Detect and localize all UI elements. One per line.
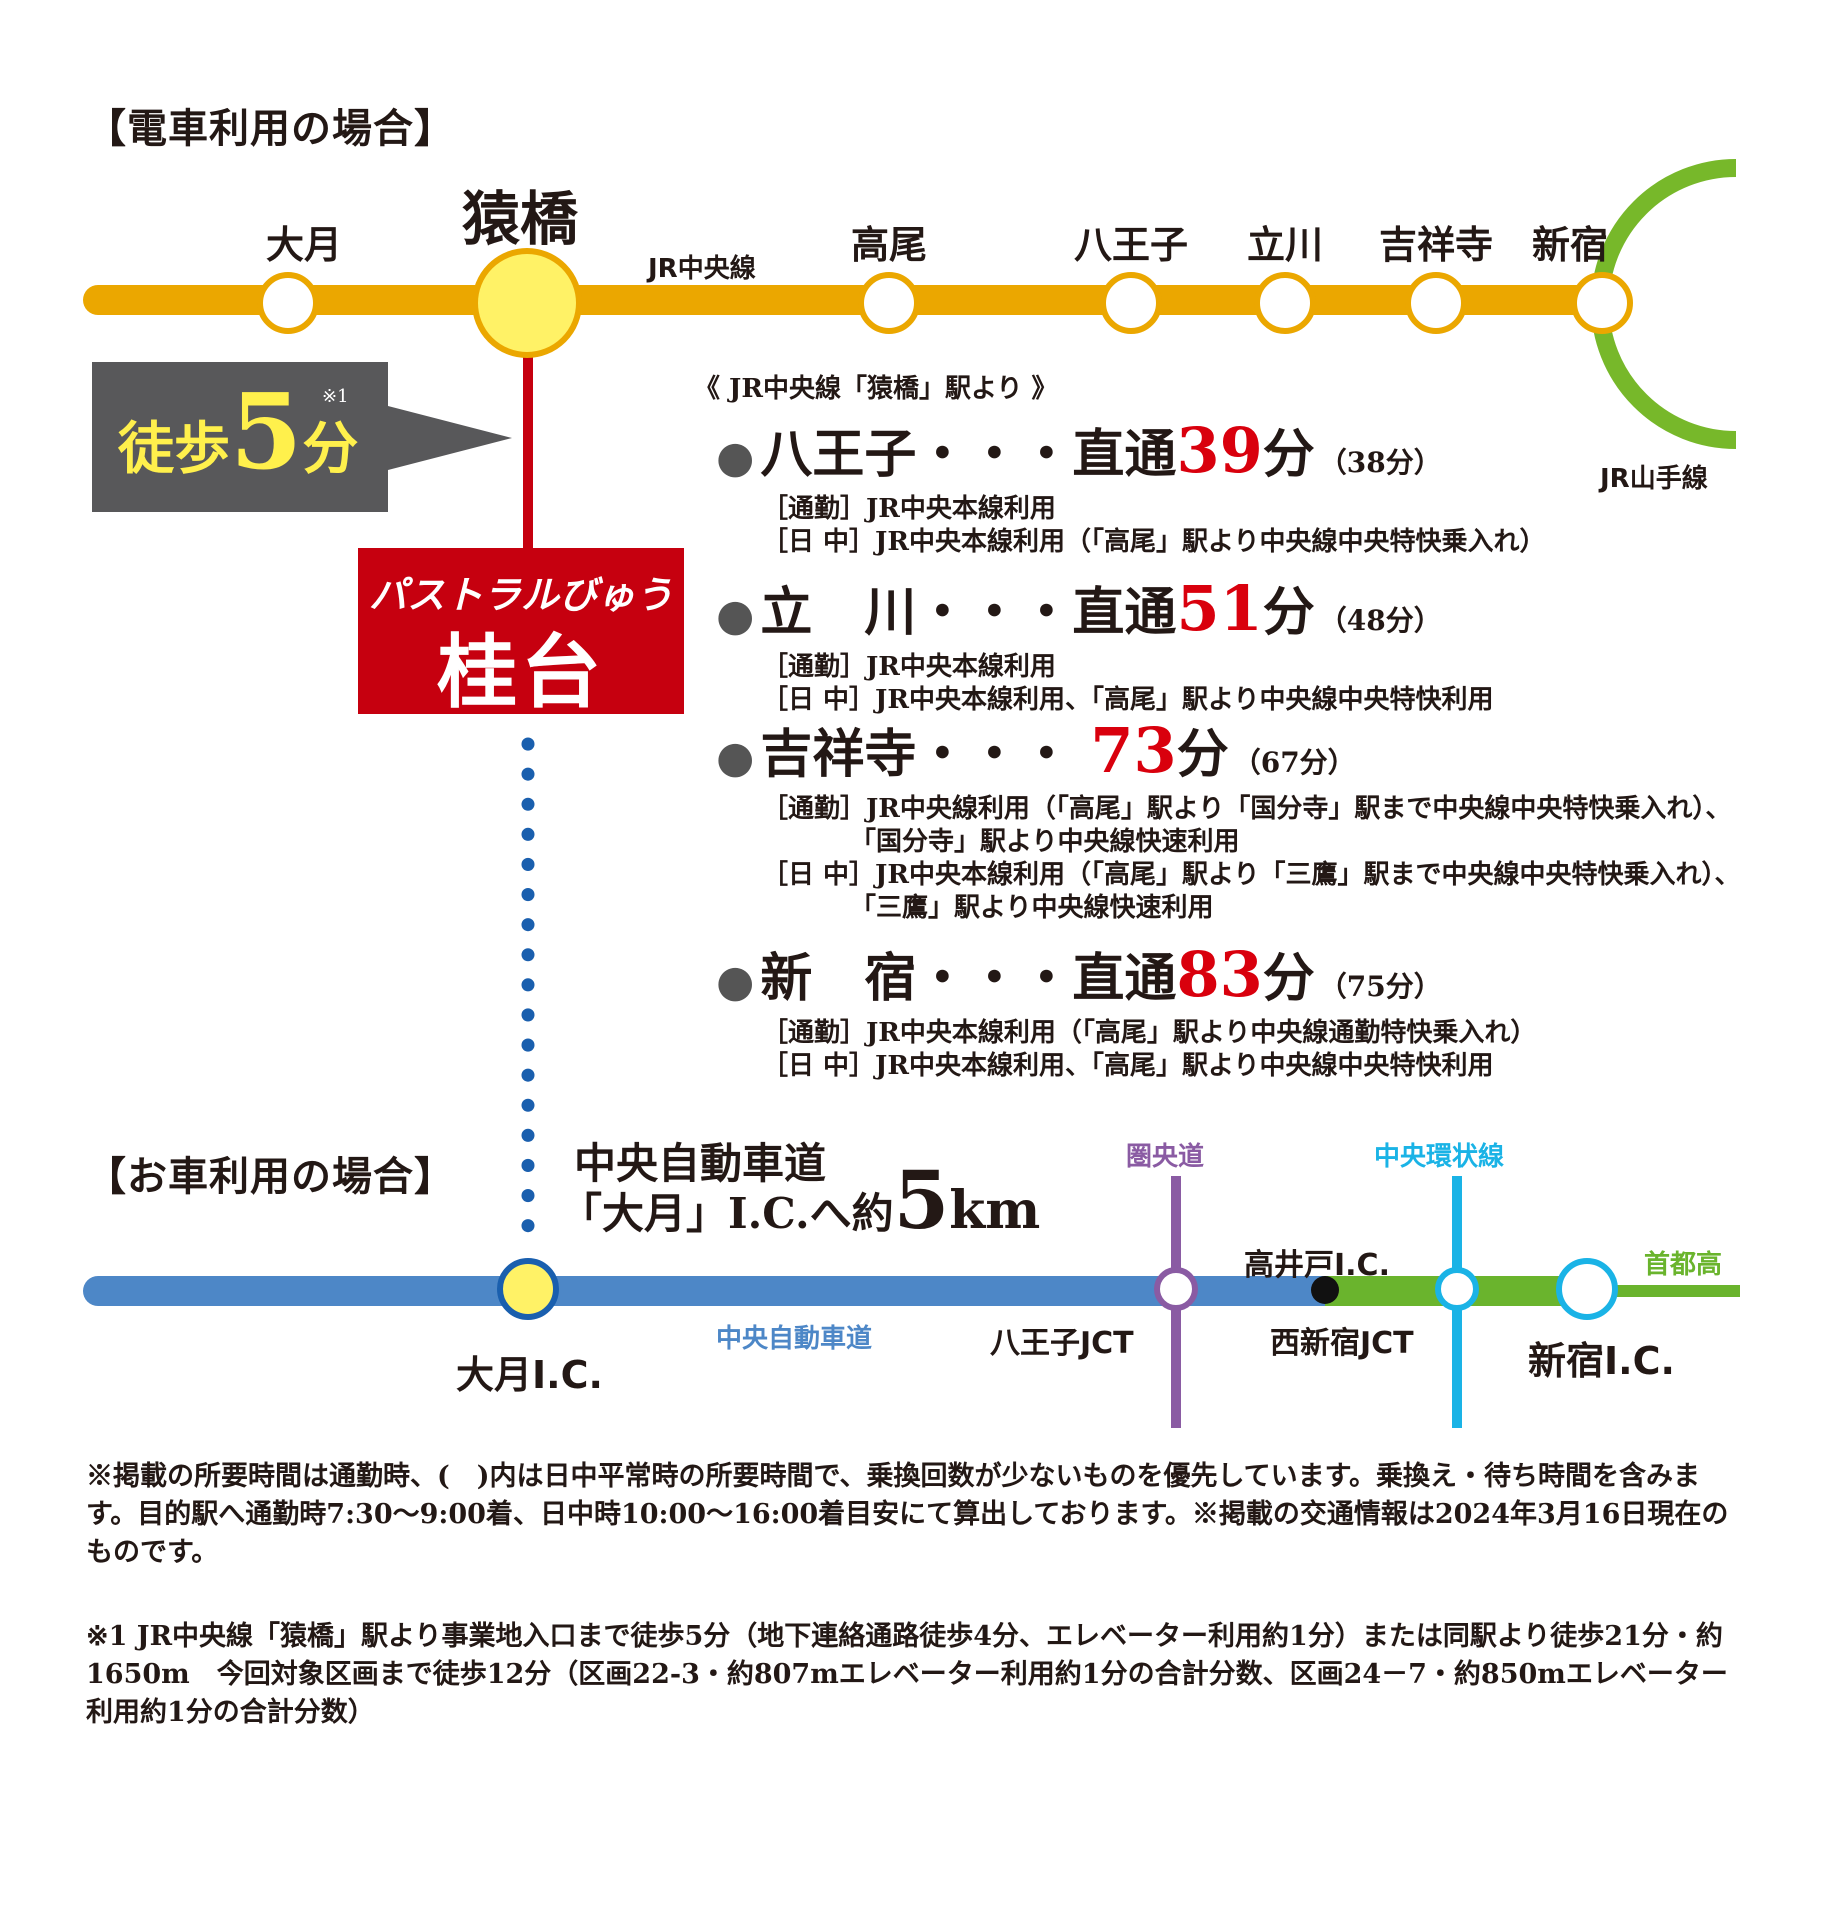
route-note: ［日 中］JR中央本線利用、「高尾」駅より中央線中央特快利用 xyxy=(762,1051,1494,1081)
car-section-header: 【お車利用の場合】 xyxy=(86,1154,455,1200)
car-title-line2: 「大月」I.C.へ約5km xyxy=(560,1160,1041,1242)
station-shinjuku-marker xyxy=(1571,272,1633,334)
bullet-icon: ● xyxy=(716,432,755,483)
route-unit: 分 xyxy=(1262,582,1315,643)
station-kichijoji-marker xyxy=(1405,272,1467,334)
route-note: ［日 中］JR中央本線利用、「高尾」駅より中央線中央特快利用 xyxy=(762,685,1494,715)
route-unit: 分 xyxy=(1262,948,1315,1009)
train-section-header: 【電車利用の場合】 xyxy=(86,106,455,152)
route-prefix: 直通 xyxy=(1072,582,1177,643)
car-title-distance: 5 xyxy=(893,1153,950,1247)
chuo-kanjo-label: 中央環状線 xyxy=(1374,1142,1505,1172)
route-prefix: 直通 xyxy=(1072,948,1177,1009)
bullet-icon: ● xyxy=(716,956,755,1007)
route-time: 73 xyxy=(1090,714,1177,787)
chuo-kanjo-marker xyxy=(1435,1267,1479,1311)
yamanote-line-label: JR山手線 xyxy=(1600,464,1708,494)
routes-heading: 《 JR中央線「猿橋」駅より 》 xyxy=(694,374,1058,404)
station-takao-marker xyxy=(858,272,920,334)
station-label-hachioji: 八王子 xyxy=(1073,223,1189,267)
expressway-label: 中央自動車道 xyxy=(716,1324,873,1354)
footnote-walk: ※1 JR中央線「猿橋」駅より事業地入口まで徒歩5分（地下連絡通路徒歩4分、エレ… xyxy=(86,1621,1728,1728)
station-label-otsuki: 大月 xyxy=(265,223,343,267)
route-time: 39 xyxy=(1176,414,1263,487)
car-title-unit: km xyxy=(949,1180,1041,1241)
route-offpeak: （38分） xyxy=(1318,446,1442,479)
route-offpeak: （67分） xyxy=(1232,746,1356,779)
walk-time-box xyxy=(92,362,388,512)
station-label-takao: 高尾 xyxy=(850,223,928,267)
destination-subtitle: パストラルびゅう xyxy=(368,572,673,617)
otsuki-ic-label: 大月I.C. xyxy=(456,1353,603,1397)
walk-pointer xyxy=(388,406,512,470)
walk-label: 徒歩 xyxy=(118,416,230,482)
route-unit: 分 xyxy=(1176,724,1229,785)
kenodo-label: 圏央道 xyxy=(1126,1142,1205,1172)
walk-time: 徒歩5分 xyxy=(118,380,359,485)
route-note: ［通勤］JR中央線利用（「高尾」駅より「国分寺」駅まで中央線中央特快乗入れ）、 xyxy=(762,794,1732,824)
otsuki-ic-marker xyxy=(497,1258,559,1320)
route-prefix: 直通 xyxy=(1072,424,1177,485)
station-saruhashi-marker xyxy=(472,248,582,358)
route-note: 「三鷹」駅より中央線快速利用 xyxy=(850,893,1214,923)
route-station: 八王子・・・ xyxy=(760,424,1073,485)
station-label-saruhashi: 猿橋 xyxy=(461,185,579,253)
route-time: 51 xyxy=(1176,572,1263,645)
station-otsuki-marker xyxy=(257,272,319,334)
takaido-ic-label: 高井戸I.C. xyxy=(1244,1248,1390,1283)
station-label-kichijoji: 吉祥寺 xyxy=(1378,223,1494,267)
hachioji-jct-marker xyxy=(1154,1267,1198,1311)
route-offpeak: （48分） xyxy=(1318,604,1442,637)
shinjuku-ic-marker xyxy=(1556,1258,1618,1320)
route-offpeak: （75分） xyxy=(1318,970,1442,1003)
route-time: 83 xyxy=(1176,938,1263,1011)
route-station: 吉祥寺・・・ xyxy=(760,724,1073,785)
chuo-line-label: JR中央線 xyxy=(648,254,756,284)
route-note: ［通勤］JR中央本線利用 xyxy=(762,494,1056,524)
route-note: ［日 中］JR中央本線利用（「高尾」駅より中央線中央特快乗入れ） xyxy=(762,527,1546,557)
car-title-prefix: 「大月」I.C.へ約 xyxy=(560,1189,894,1238)
nishishinjuku-jct-marker xyxy=(1311,1276,1339,1304)
station-hachioji-marker xyxy=(1100,272,1162,334)
station-label-tachikawa: 立川 xyxy=(1246,223,1324,267)
walk-minutes: 5 xyxy=(230,370,303,493)
car-title-line1: 中央自動車道 xyxy=(574,1139,827,1188)
route-note: 「国分寺」駅より中央線快速利用 xyxy=(850,827,1240,857)
bullet-icon: ● xyxy=(716,590,755,641)
destination-name: 桂台 xyxy=(437,625,605,719)
hachioji-jct-label: 八王子JCT xyxy=(990,1326,1134,1361)
nishishinjuku-jct-label: 西新宿JCT xyxy=(1270,1326,1414,1361)
route-station: 新 宿・・・ xyxy=(760,948,1073,1009)
station-label-shinjuku: 新宿 xyxy=(1531,223,1609,267)
route-note: ［通勤］JR中央本線利用（「高尾」駅より中央線通勤特快乗入れ） xyxy=(762,1018,1537,1048)
shutoko-label: 首都高 xyxy=(1644,1250,1723,1280)
footnote-timing: ※掲載の所要時間は通勤時、( )内は日中平常時の所要時間で、乗換回数が少ないもの… xyxy=(86,1461,1729,1568)
bullet-icon: ● xyxy=(716,732,755,783)
route-note: ［通勤］JR中央本線利用 xyxy=(762,652,1056,682)
walk-unit: 分 xyxy=(302,416,359,482)
route-unit: 分 xyxy=(1262,424,1315,485)
station-tachikawa-marker xyxy=(1254,272,1316,334)
shinjuku-ic-label: 新宿I.C. xyxy=(1528,1339,1675,1383)
route-note: ［日 中］JR中央本線利用（「高尾」駅より「三鷹」駅まで中央線中央特快乗入れ）、 xyxy=(762,860,1741,890)
walk-footnote-mark: ※1 xyxy=(322,386,349,407)
destination-box: パストラルびゅう 桂台 xyxy=(358,548,684,719)
route-station: 立 川・・・ xyxy=(760,582,1073,643)
